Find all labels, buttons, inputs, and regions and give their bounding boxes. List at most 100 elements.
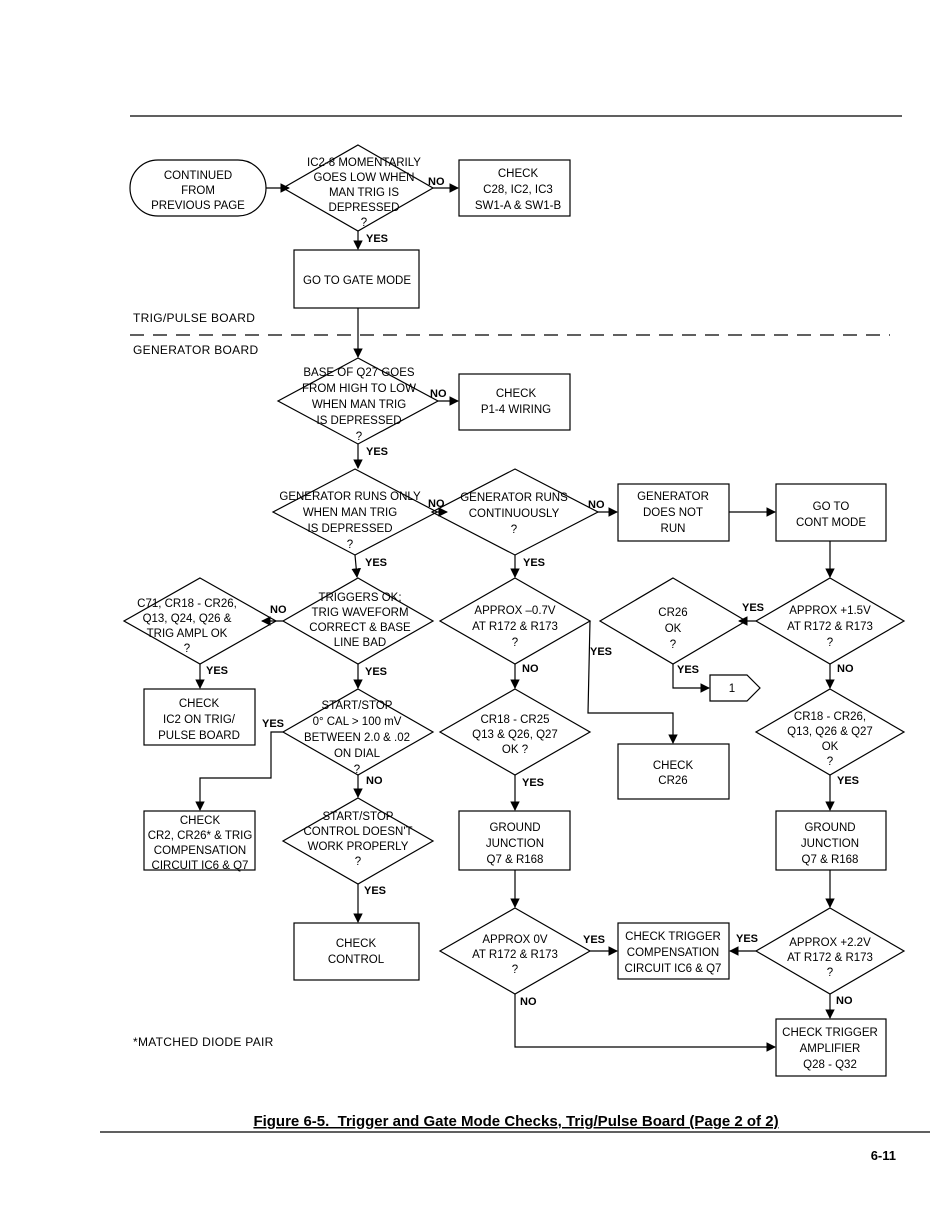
node-line: AT R172 & R173 <box>472 621 558 633</box>
node-line: 1 <box>729 683 735 695</box>
node-line: CHECK TRIGGER <box>782 1027 878 1039</box>
question-mark: ? <box>827 967 833 979</box>
node-text-d2: BASE OF Q27 GOES FROM HIGH TO LOW WHEN MAN… <box>302 367 416 443</box>
node-line: GENERATOR RUNS ONLY <box>279 491 421 503</box>
node-line: FROM <box>181 185 215 197</box>
node-line: GROUND <box>489 822 540 834</box>
node-line: PREVIOUS PAGE <box>151 200 245 212</box>
edge-d7-yes <box>587 620 678 744</box>
label-no: NO <box>522 663 539 675</box>
label-yes: YES <box>837 775 859 787</box>
box-check-control <box>293 922 420 981</box>
label-yes: YES <box>365 666 387 678</box>
node-line: PULSE BOARD <box>158 730 240 742</box>
node-line: GO TO GATE MODE <box>303 275 411 287</box>
question-mark: ? <box>347 539 353 551</box>
node-line: WHEN MAN TRIG <box>312 399 406 411</box>
node-line: Q7 & R168 <box>802 854 859 866</box>
node-line: GENERATOR <box>637 491 709 503</box>
node-line: AT R172 & R173 <box>787 952 873 964</box>
node-line: COMPENSATION <box>154 845 246 857</box>
node-line: LINE BAD <box>334 637 386 649</box>
node-text-b6: CHECK IC2 ON TRIG/PULSE BOARD <box>158 698 240 742</box>
node-line: GO TO <box>813 501 850 513</box>
node-line: IS DEPRESSED <box>317 415 402 427</box>
node-text-b9: GROUND JUNCTION Q7 & R168 <box>486 822 544 866</box>
node-line: OK <box>822 741 839 753</box>
question-mark: ? <box>361 217 367 229</box>
node-line: WHEN MAN TRIG <box>303 507 397 519</box>
node-line: CHECK TRIGGER <box>625 931 721 943</box>
section-label-trig-pulse-board: TRIG/PULSE BOARD <box>133 311 255 325</box>
label-yes: YES <box>262 718 284 730</box>
box-check-trigger-compensation <box>617 922 730 980</box>
node-text-b7: CHECK CR26 <box>653 760 694 787</box>
node-line: APPROX +1.5V <box>789 605 871 617</box>
question-mark: ? <box>354 764 360 776</box>
node-line: Q7 & R168 <box>487 854 544 866</box>
figure-caption: Figure 6-5. Trigger and Gate Mode Checks… <box>253 1113 778 1130</box>
node-line: C28, IC2, IC3 <box>483 184 553 196</box>
label-yes: YES <box>677 664 699 676</box>
node-line: FROM HIGH TO LOW <box>302 383 416 395</box>
node-line: TRIGGERS OK; <box>318 592 401 604</box>
node-line: WORK PROPERLY <box>308 841 409 853</box>
node-line: CORRECT & BASE <box>309 622 411 634</box>
node-line: Q13, Q26 & Q27 <box>787 726 873 738</box>
footnote-matched-diode-pair: *MATCHED DIODE PAIR <box>133 1035 274 1049</box>
node-line: COMPENSATION <box>627 947 719 959</box>
node-line: CHECK <box>653 760 694 772</box>
node-line: RUN <box>661 523 686 535</box>
node-line: 0° CAL > 100 mV <box>313 716 402 728</box>
label-yes: YES <box>365 557 387 569</box>
label-no: NO <box>428 176 445 188</box>
node-line: DEPRESSED <box>329 202 400 214</box>
node-line: OK ? <box>502 744 528 756</box>
node-line: Q28 - Q32 <box>803 1059 857 1071</box>
box-check-p1-4-wiring <box>458 373 571 431</box>
node-line: BASE OF Q27 GOES <box>303 367 415 379</box>
label-yes: YES <box>742 602 764 614</box>
node-line: DOES NOT <box>643 507 703 519</box>
node-line: ON DIAL <box>334 748 381 760</box>
node-line: P1-4 WIRING <box>481 404 551 416</box>
node-line: GOES LOW WHEN <box>314 172 415 184</box>
node-line: CR26 <box>658 775 687 787</box>
node-line: IC2 ON TRIG/ <box>163 714 236 726</box>
node-line: AT R172 & R173 <box>472 949 558 961</box>
node-line: IS DEPRESSED <box>308 523 393 535</box>
node-text-d3: GENERATOR RUNS ONLY WHEN MAN TRIG IS DEPRE… <box>279 491 421 551</box>
edge-d14-no <box>514 994 776 1052</box>
node-line: CHECK <box>179 698 220 710</box>
node-line: CHECK <box>180 815 221 827</box>
node-line: MAN TRIG IS <box>329 187 399 199</box>
node-line: CONTROL DOESN'T <box>303 826 412 838</box>
node-line: JUNCTION <box>486 838 544 850</box>
label-no: NO <box>430 388 447 400</box>
question-mark: ? <box>355 856 361 868</box>
node-line: START/STOP <box>322 700 393 712</box>
node-line: CR26 <box>658 607 687 619</box>
node-line: CONT MODE <box>796 517 866 529</box>
edge-d3-yes <box>351 554 361 578</box>
label-no: NO <box>836 995 853 1007</box>
question-mark: ? <box>512 964 518 976</box>
question-mark: ? <box>827 637 833 649</box>
node-line: JUNCTION <box>801 838 859 850</box>
node-line: APPROX –0.7V <box>474 605 556 617</box>
section-label-generator-board: GENERATOR BOARD <box>133 343 258 357</box>
node-line: START/STOP <box>323 811 394 823</box>
page-number: 6-11 <box>871 1148 896 1163</box>
label-no: NO <box>837 663 854 675</box>
